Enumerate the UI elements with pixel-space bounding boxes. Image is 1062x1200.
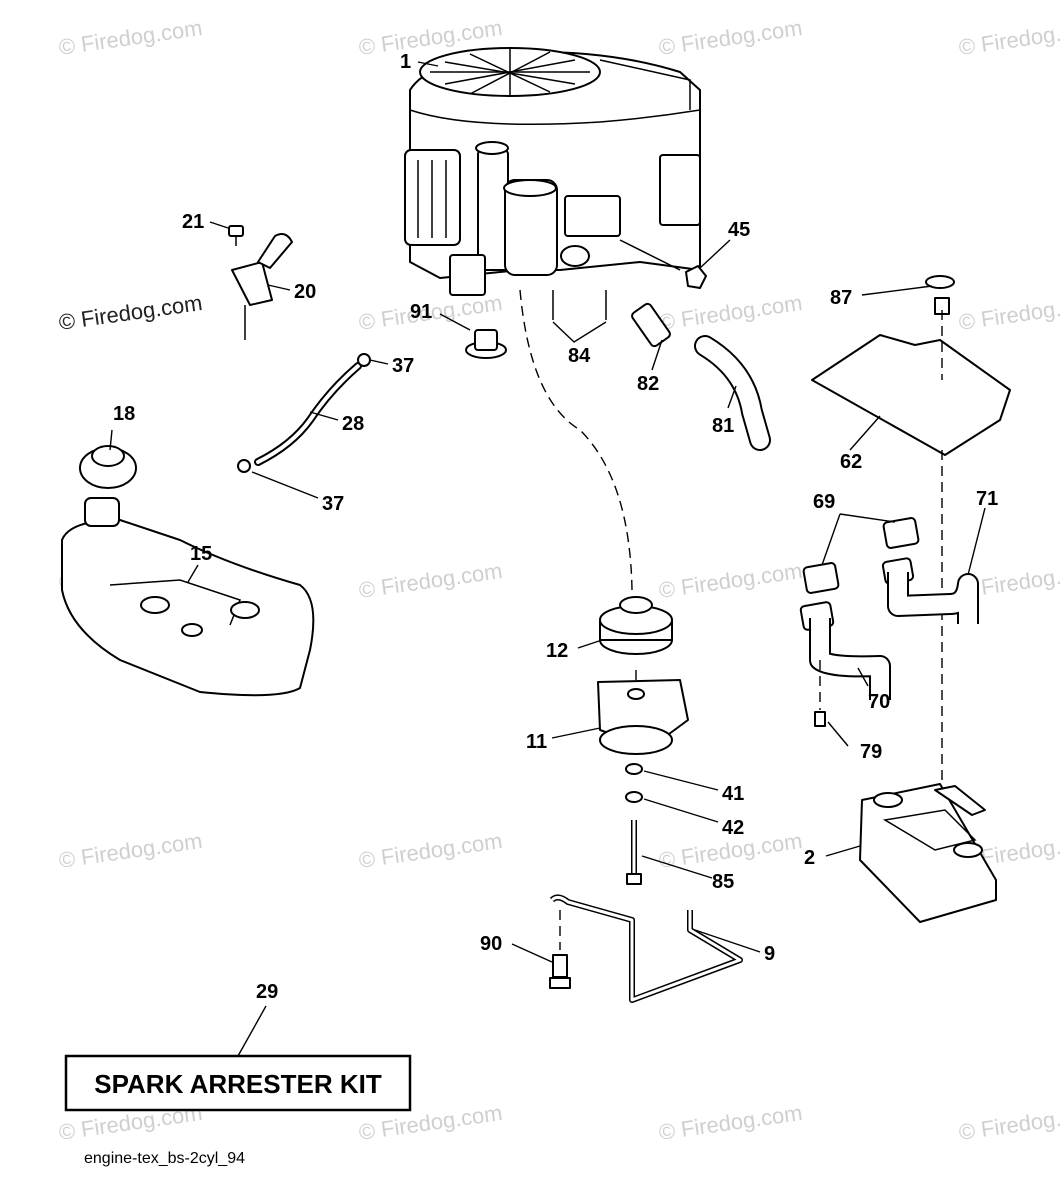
watermark: © Firedog.com — [957, 15, 1062, 60]
callout-41: 41 — [722, 783, 744, 805]
callout-84: 84 — [568, 345, 591, 367]
throttle-control-illustration — [228, 225, 293, 340]
callout-71: 71 — [976, 488, 998, 510]
callout-21: 21 — [182, 211, 204, 233]
pulley-illustration — [599, 596, 673, 655]
callout-42: 42 — [722, 817, 744, 839]
heat-shield-illustration — [811, 275, 1011, 456]
callout-2: 2 — [804, 847, 815, 869]
callout-85: 85 — [712, 871, 734, 893]
spark-arrester-kit: SPARK ARRESTER KIT — [64, 1054, 412, 1112]
engine-hardware-illustration — [465, 265, 771, 451]
watermark: © Firedog.com — [57, 15, 204, 60]
fuel-cap-illustration — [79, 445, 137, 489]
callout-62: 62 — [840, 451, 862, 473]
callout-45: 45 — [728, 219, 750, 241]
callouts: 1 21 20 45 87 91 84 37 82 81 28 62 18 37… — [113, 51, 998, 1003]
watermark: © Firedog.com — [657, 15, 804, 60]
watermark: © Firedog.com — [957, 290, 1062, 335]
fuel-tank-illustration — [61, 497, 315, 697]
watermark: © Firedog.com — [657, 290, 804, 335]
callout-81: 81 — [712, 415, 734, 437]
watermark: © Firedog.com — [357, 558, 504, 603]
diagram-caption: engine-tex_bs-2cyl_94 — [84, 1150, 245, 1167]
assembly-line — [519, 289, 633, 591]
muffler-illustration — [859, 783, 997, 923]
callout-69: 69 — [813, 491, 835, 513]
watermark-dark: © Firedog.com — [57, 290, 204, 335]
callout-79: 79 — [860, 741, 882, 763]
callout-1: 1 — [400, 51, 411, 73]
watermark: © Firedog.com — [57, 828, 204, 873]
callout-29: 29 — [256, 981, 278, 1003]
callout-9: 9 — [764, 943, 775, 965]
callout-90: 90 — [480, 933, 502, 955]
watermark: © Firedog.com — [957, 1100, 1062, 1145]
callout-20: 20 — [294, 281, 316, 303]
callout-87: 87 — [830, 287, 852, 309]
callout-91: 91 — [410, 301, 432, 323]
clutch-illustration — [597, 679, 689, 755]
kit-label: SPARK ARRESTER KIT — [94, 1069, 382, 1099]
rod-illustration — [549, 894, 743, 1003]
watermark: © Firedog.com — [357, 828, 504, 873]
callout-37-bottom: 37 — [322, 493, 344, 515]
callout-82: 82 — [637, 373, 659, 395]
callout-18: 18 — [113, 403, 135, 425]
exhaust-pipes-illustration — [799, 517, 979, 727]
leader-lines — [109, 61, 986, 1057]
watermark: © Firedog.com — [657, 1100, 804, 1145]
callout-37-top: 37 — [392, 355, 414, 377]
watermark: © Firedog.com — [657, 558, 804, 603]
callout-11: 11 — [526, 731, 547, 753]
callout-15: 15 — [190, 543, 212, 565]
callout-12: 12 — [546, 640, 568, 662]
fuel-line-illustration — [237, 353, 371, 473]
engine-illustration — [404, 47, 701, 296]
callout-28: 28 — [342, 413, 364, 435]
callout-70: 70 — [868, 691, 890, 713]
washers-bolt-illustration — [625, 763, 643, 885]
